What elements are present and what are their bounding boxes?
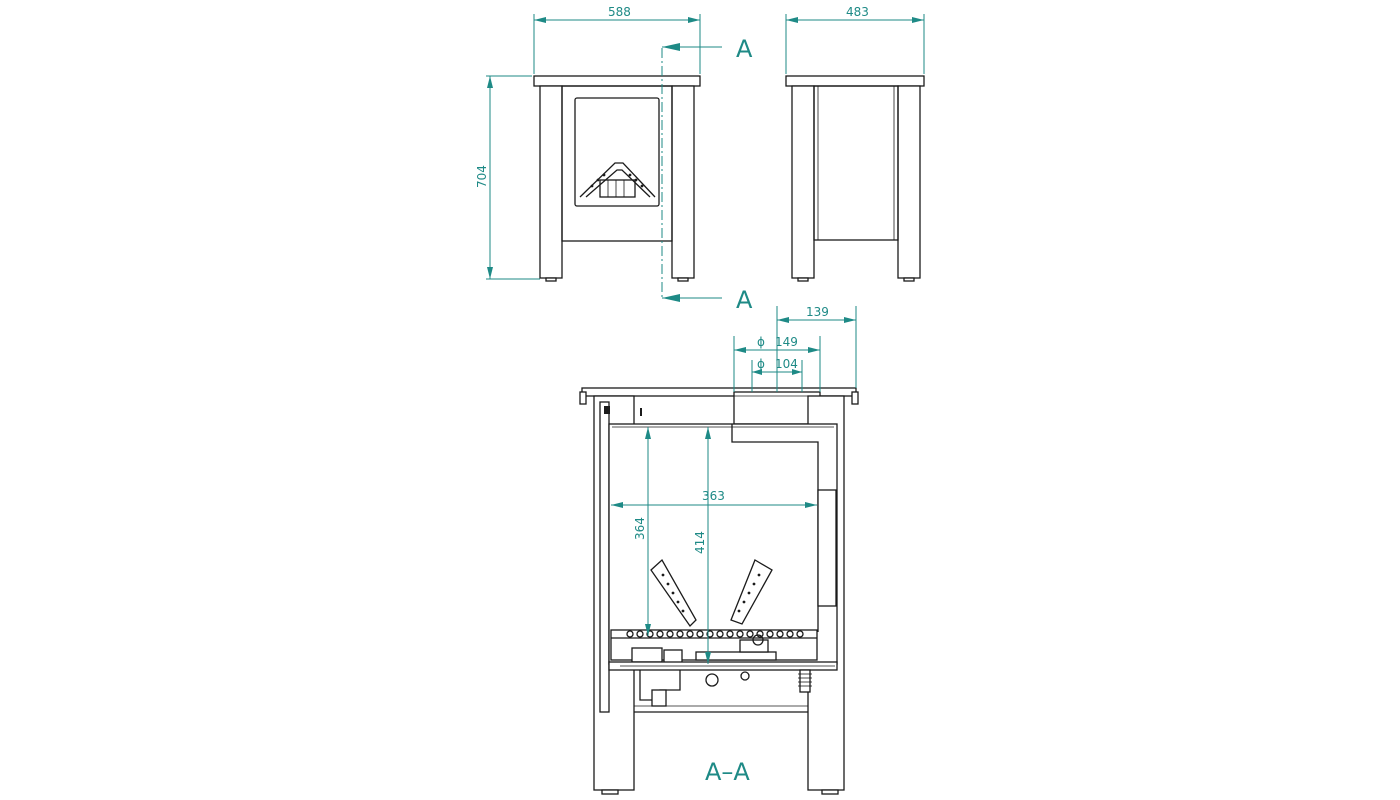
log-right bbox=[730, 559, 773, 625]
dimension-overall-height-label: 704 bbox=[475, 165, 489, 188]
dimension-flue-offset-label: 139 bbox=[806, 305, 829, 319]
diameter-symbol-inner: ϕ bbox=[757, 357, 765, 371]
dimension-firebox-outer-height: 414 bbox=[693, 427, 711, 664]
dimension-firebox-width-label: 363 bbox=[702, 489, 725, 503]
dimension-flue-inner: ϕ 104 bbox=[751, 357, 803, 392]
front-view bbox=[533, 75, 701, 282]
dimension-overall-height: 704 bbox=[475, 75, 540, 280]
grate-bolts bbox=[626, 630, 804, 638]
section-marker-top: A bbox=[736, 35, 753, 63]
dimension-flue-inner-label: 104 bbox=[775, 357, 798, 371]
section-marker-bottom: A bbox=[736, 286, 753, 314]
dimension-side-depth-label: 483 bbox=[846, 5, 869, 19]
dimension-firebox-inner-height-label: 364 bbox=[633, 517, 647, 540]
dimension-side-depth: 483 bbox=[785, 5, 925, 74]
dimension-flue-offset: 139 bbox=[776, 305, 857, 392]
side-view bbox=[785, 75, 925, 282]
section-view-label: A–A bbox=[705, 758, 750, 786]
dimension-front-width: 588 bbox=[533, 5, 701, 74]
section-view bbox=[579, 387, 859, 795]
dimension-flue-outer-label: 149 bbox=[775, 335, 798, 349]
log-left bbox=[650, 558, 697, 628]
section-cut-line: A A bbox=[661, 35, 753, 314]
dimension-firebox-inner-height: 364 bbox=[633, 427, 651, 636]
dimension-front-width-label: 588 bbox=[608, 5, 631, 19]
front-log-set bbox=[579, 162, 656, 198]
diameter-symbol-outer: ϕ bbox=[757, 335, 765, 349]
dimension-firebox-outer-height-label: 414 bbox=[693, 531, 707, 554]
dimension-flue-outer: ϕ 149 bbox=[733, 335, 821, 392]
